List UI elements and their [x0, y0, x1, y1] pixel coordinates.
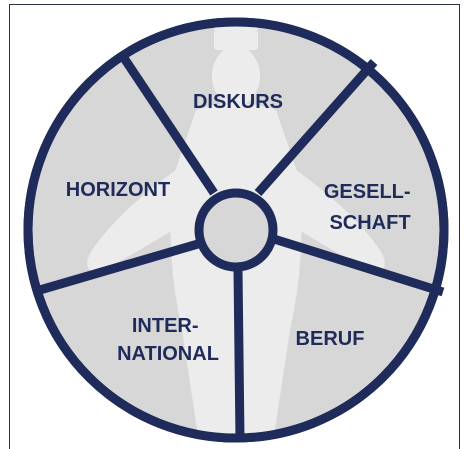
image-frame — [9, 4, 460, 449]
segment-label-gesellschaft: GESELL- SCHAFT — [324, 181, 416, 234]
background-figure-watermark — [87, 23, 385, 437]
wheel-outer-ring — [23, 17, 449, 443]
segment-label-beruf: BERUF — [296, 328, 365, 350]
wheel-hub — [194, 188, 278, 272]
segment-label-horizont: HORIZONT — [66, 179, 170, 201]
segment-label-international: INTER- NATIONAL — [117, 315, 219, 365]
segment-dividers — [31, 55, 445, 441]
segment-label-diskurs: DISKURS — [193, 91, 283, 113]
